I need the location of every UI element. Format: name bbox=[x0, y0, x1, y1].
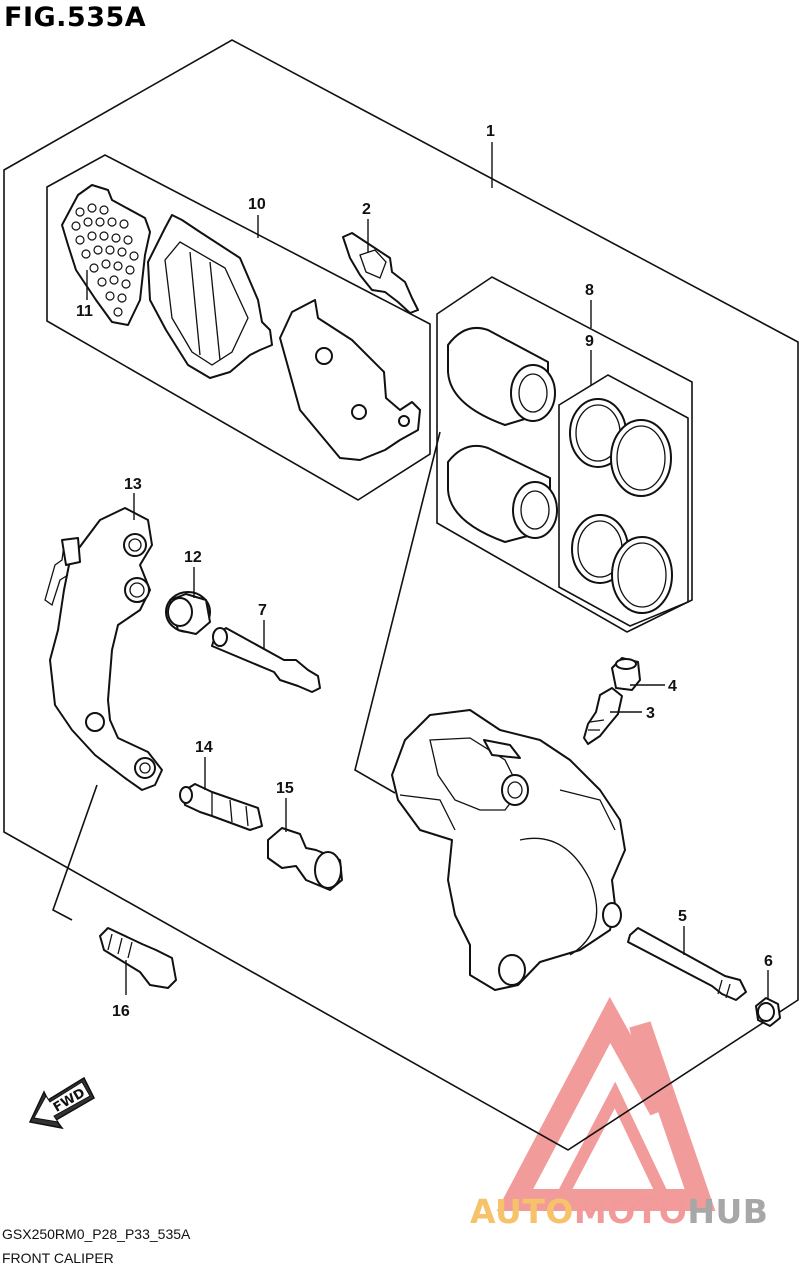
bracket-group-line bbox=[52, 784, 98, 921]
watermark-logo-icon bbox=[496, 996, 716, 1211]
figure-code: GSX250RM0_P28_P33_535A bbox=[2, 1226, 191, 1242]
caliper-group-line bbox=[354, 431, 441, 794]
label-part-15: 15 bbox=[276, 780, 294, 797]
label-part-10: 10 bbox=[248, 196, 266, 213]
figure-name: FRONT CALIPER bbox=[2, 1250, 114, 1266]
piston-lower bbox=[447, 444, 558, 543]
watermark-auto: AUTO bbox=[470, 1192, 574, 1231]
slide-pin-upper bbox=[211, 627, 321, 693]
pin-plug bbox=[755, 997, 781, 1027]
label-part-5: 5 bbox=[678, 908, 687, 925]
label-part-1: 1 bbox=[486, 123, 495, 140]
pad-shim bbox=[61, 184, 151, 326]
label-part-7: 7 bbox=[258, 602, 267, 619]
caliper-body bbox=[391, 709, 626, 991]
caliper-assembly-outline bbox=[3, 39, 799, 1151]
forward-arrow-icon: FWD bbox=[28, 1076, 95, 1130]
watermark-hub: HUB bbox=[687, 1192, 769, 1231]
watermark-text: AUTOMOTOHUB bbox=[470, 1192, 768, 1231]
leader-lines bbox=[86, 142, 769, 1000]
pad-set-box bbox=[46, 154, 431, 501]
bleeder-valve bbox=[583, 687, 623, 745]
brake-pad-rear bbox=[279, 299, 421, 461]
pad-spring bbox=[342, 232, 419, 314]
brake-pad-front bbox=[147, 214, 273, 379]
slide-pin-lower bbox=[179, 783, 263, 831]
label-part-2: 2 bbox=[362, 201, 371, 218]
caliper-bracket bbox=[44, 507, 163, 791]
piston-box bbox=[436, 276, 693, 633]
label-part-6: 6 bbox=[764, 953, 773, 970]
label-part-11: 11 bbox=[76, 303, 93, 320]
label-part-9: 9 bbox=[585, 333, 594, 350]
pad-pin bbox=[627, 927, 747, 1001]
label-part-4: 4 bbox=[668, 678, 677, 695]
label-part-14: 14 bbox=[195, 739, 213, 756]
piston-seals bbox=[569, 398, 673, 614]
label-part-3: 3 bbox=[646, 705, 655, 722]
label-part-12: 12 bbox=[184, 549, 202, 566]
label-part-13: 13 bbox=[124, 476, 142, 493]
mounting-bolt-15 bbox=[267, 827, 343, 891]
pin-boot bbox=[165, 591, 211, 635]
bleeder-cap bbox=[611, 657, 641, 691]
label-part-8: 8 bbox=[585, 282, 594, 299]
figure-title: FIG.535A bbox=[4, 2, 147, 33]
seal-box bbox=[558, 374, 689, 627]
piston-upper bbox=[447, 326, 556, 426]
watermark-moto: MOTO bbox=[573, 1192, 688, 1231]
mounting-bolt-16 bbox=[99, 927, 177, 989]
label-part-16: 16 bbox=[112, 1003, 130, 1020]
